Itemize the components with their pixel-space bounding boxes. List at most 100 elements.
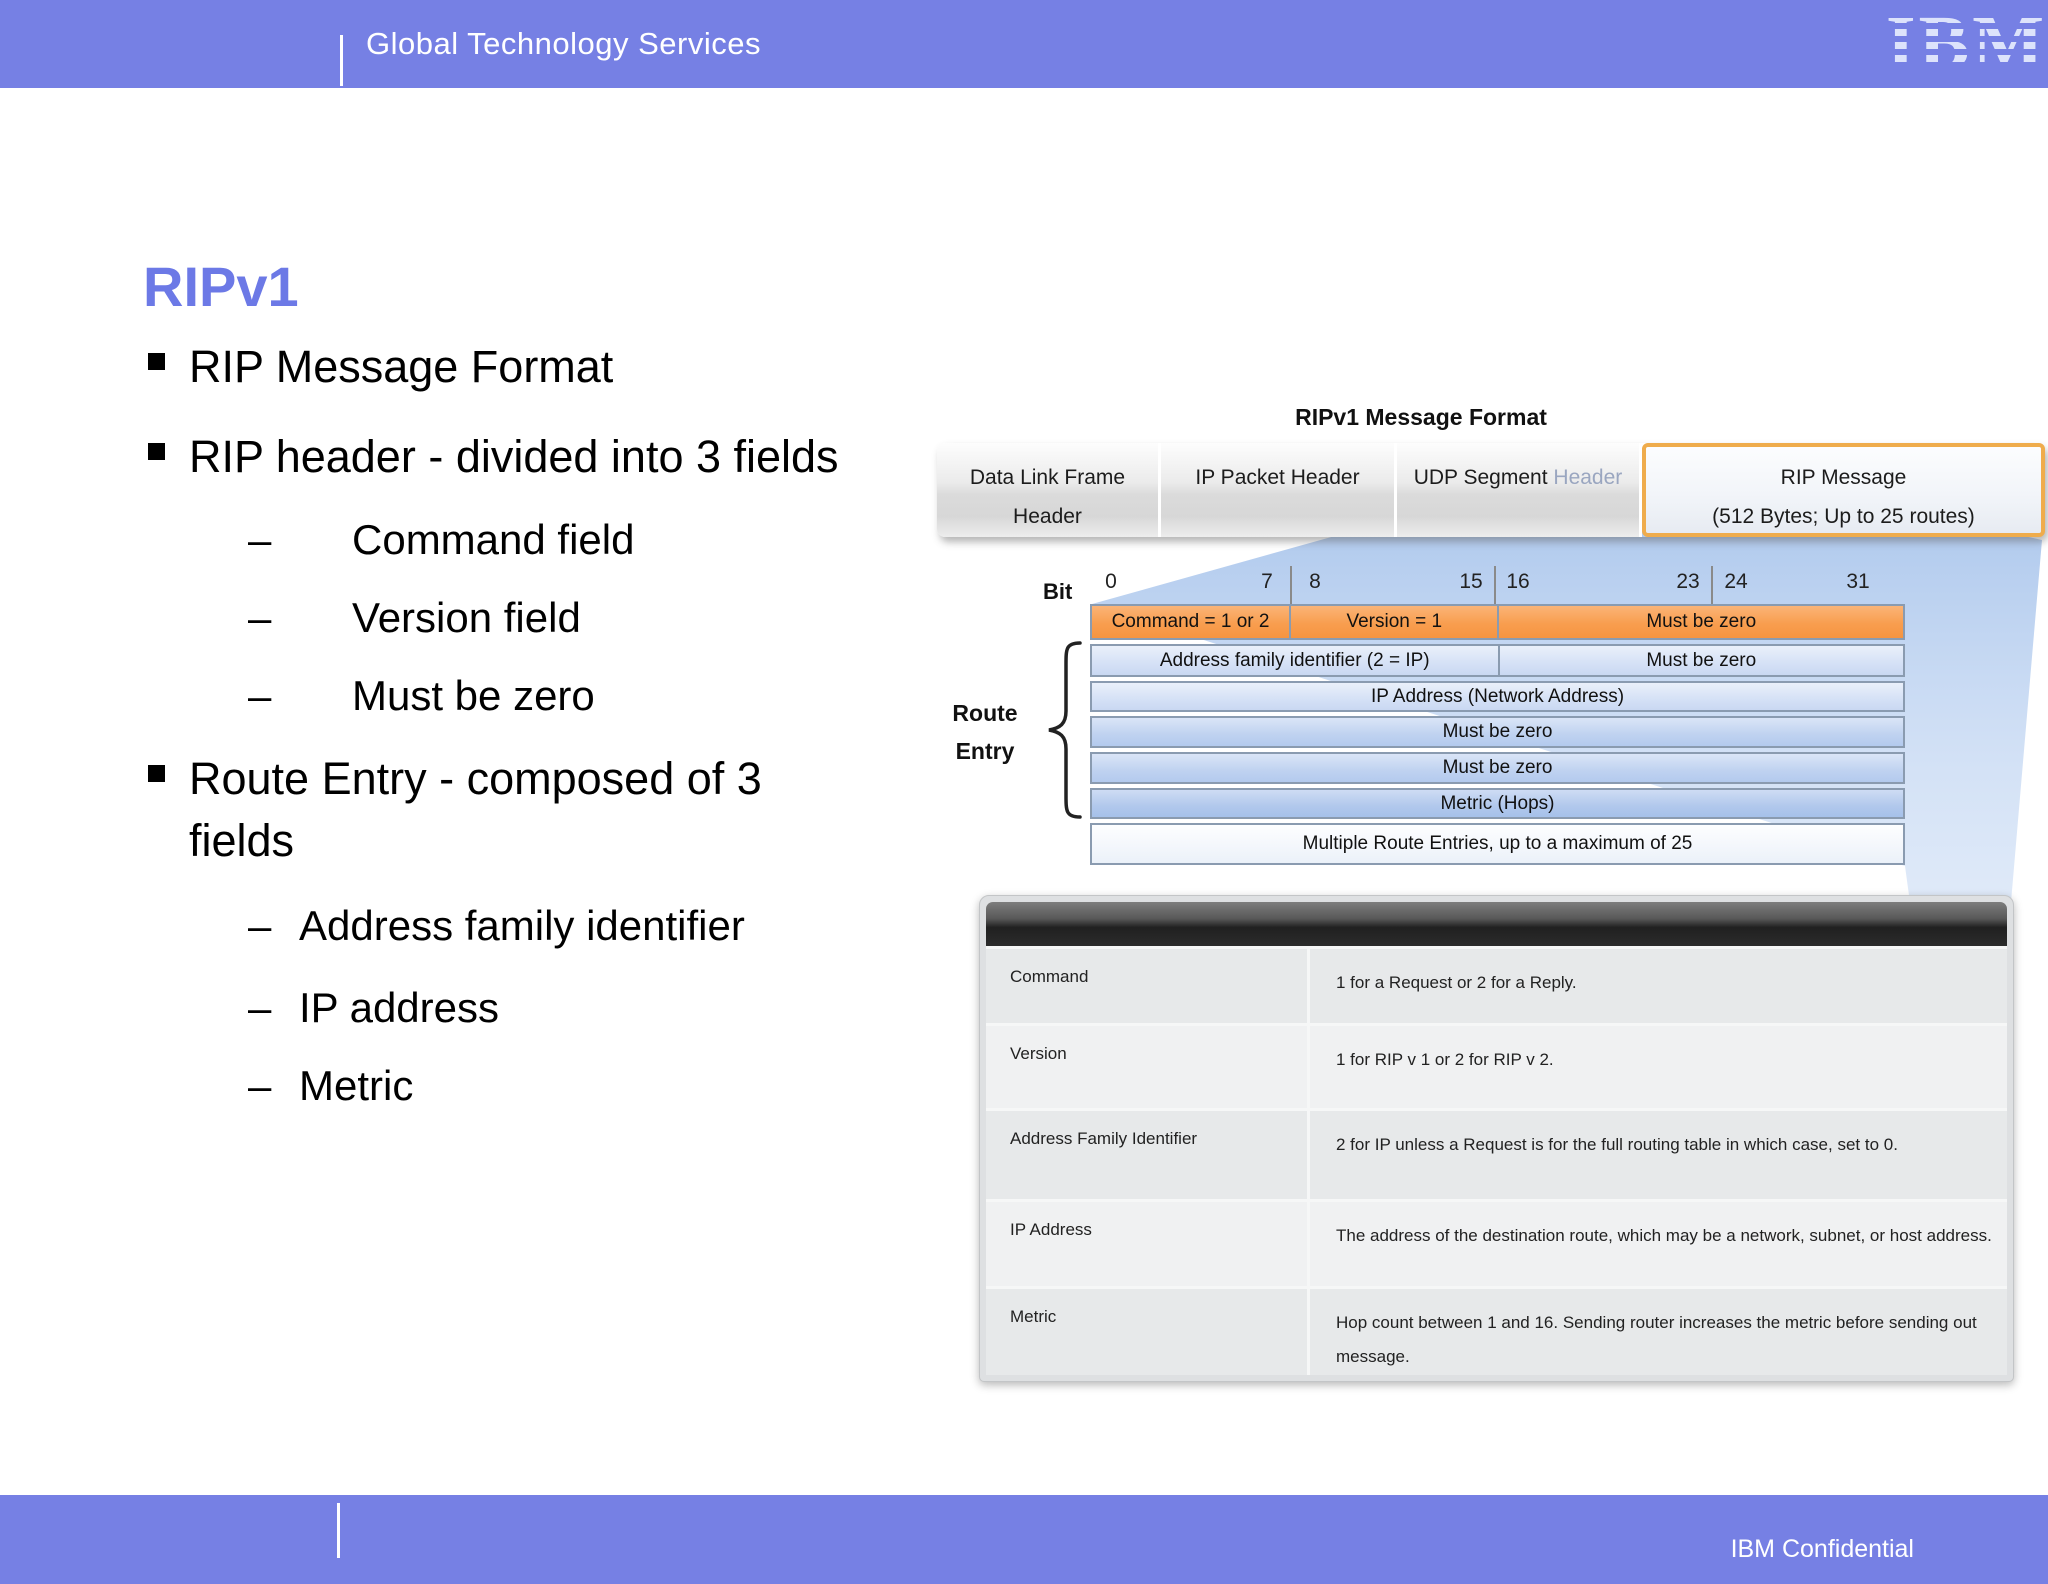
sub-bullet-text: Must be zero bbox=[352, 672, 595, 719]
sub-bullet-item: – Address family identifier bbox=[248, 898, 745, 954]
ibm-logo-stripe bbox=[1886, 62, 2044, 68]
ibm-logo: IBM bbox=[1886, 8, 2044, 78]
encap-cell-rip-message: RIP Message (512 Bytes; Up to 25 routes) bbox=[1642, 443, 2045, 537]
dash-bullet-icon: – bbox=[248, 672, 272, 719]
encap-cell-ip-header: IP Packet Header bbox=[1161, 443, 1397, 537]
field-desc: 2 for IP unless a Request is for the ful… bbox=[1336, 1135, 1898, 1154]
route-entry-brace-icon bbox=[1048, 641, 1082, 819]
bit-number: 7 bbox=[1261, 570, 1273, 593]
field-desc: 1 for a Request or 2 for a Reply. bbox=[1336, 973, 1577, 992]
bit-cell: Metric (Hops) bbox=[1440, 792, 1555, 814]
bit-number: 23 bbox=[1676, 570, 1700, 593]
bit-cell: Must be zero bbox=[1497, 646, 1904, 675]
bit-cell: Must be zero bbox=[1442, 757, 1553, 778]
bit-number: 24 bbox=[1724, 570, 1748, 593]
bit-tick bbox=[1290, 566, 1292, 604]
dash-bullet-icon: – bbox=[248, 984, 272, 1031]
bit-row: Address family identifier (2 = IP) Must … bbox=[1090, 644, 1905, 677]
sub-bullet-item: – Version field bbox=[248, 590, 581, 646]
bit-row: IP Address (Network Address) bbox=[1090, 681, 1905, 712]
bit-row-multiple-entries: Multiple Route Entries, up to a maximum … bbox=[1090, 823, 1905, 865]
bit-axis-label: Bit bbox=[1043, 579, 1073, 604]
field-name: Version bbox=[986, 1026, 1310, 1108]
bullet-text: RIP Message Format bbox=[189, 341, 614, 392]
confidential-label: IBM Confidential bbox=[1730, 1535, 1914, 1563]
bit-cell: IP Address (Network Address) bbox=[1370, 685, 1625, 707]
bit-row: Metric (Hops) bbox=[1090, 788, 1905, 819]
sub-bullet-text: Command field bbox=[352, 516, 635, 563]
page-title: RIPv1 bbox=[143, 255, 299, 318]
diagram-title: RIPv1 Message Format bbox=[1295, 404, 1547, 430]
field-name: Address Family Identifier bbox=[986, 1111, 1310, 1199]
field-name: Metric bbox=[986, 1289, 1310, 1375]
table-row: Version 1 for RIP v 1 or 2 for RIP v 2. bbox=[986, 1023, 2007, 1108]
bit-tick bbox=[1494, 566, 1496, 604]
bullet-item: Route Entry - composed of 3 fields bbox=[148, 748, 829, 872]
bit-cell: Must be zero bbox=[1442, 721, 1553, 742]
ibm-logo-stripe bbox=[1886, 49, 2044, 55]
sub-bullet-item: – Metric bbox=[248, 1058, 413, 1114]
bit-number: 0 bbox=[1105, 570, 1117, 593]
ibm-logo-stripe bbox=[1886, 23, 2044, 29]
header-divider-line bbox=[340, 35, 343, 86]
field-name: IP Address bbox=[986, 1202, 1310, 1286]
encap-cell-data-link: Data Link Frame Header bbox=[937, 443, 1161, 537]
footer-divider-line bbox=[337, 1503, 340, 1558]
sub-bullet-item: – Command field bbox=[248, 512, 634, 568]
sub-bullet-item: – IP address bbox=[248, 980, 499, 1036]
sub-bullet-text: Version field bbox=[352, 594, 581, 641]
bit-number: 15 bbox=[1459, 570, 1483, 593]
table-row: Address Family Identifier 2 for IP unles… bbox=[986, 1108, 2007, 1199]
encap-cell-udp-header: UDP Segment Header bbox=[1397, 443, 1642, 537]
bit-cell: Command = 1 or 2 bbox=[1111, 611, 1270, 632]
field-desc: 1 for RIP v 1 or 2 for RIP v 2. bbox=[1336, 1050, 1554, 1069]
bullet-square-icon bbox=[148, 353, 165, 370]
bullet-item: RIP header - divided into 3 fields bbox=[148, 426, 1029, 488]
bit-row-header: Command = 1 or 2 Version = 1 Must be zer… bbox=[1090, 604, 1905, 640]
table-row: Command 1 for a Request or 2 for a Reply… bbox=[986, 946, 2007, 1023]
field-desc: Hop count between 1 and 16. Sending rout… bbox=[1336, 1313, 1977, 1366]
sub-bullet-item: – Must be zero bbox=[248, 668, 595, 724]
bullet-square-icon bbox=[148, 765, 165, 782]
bit-cell: Must be zero bbox=[1497, 606, 1903, 638]
field-table-header bbox=[986, 902, 2007, 946]
encap-cell-label: Data Link Frame bbox=[969, 466, 1126, 489]
footer-bar: IBM Confidential bbox=[0, 1495, 2048, 1584]
bit-cell: Multiple Route Entries, up to a maximum … bbox=[1302, 833, 1693, 854]
encap-cell-label: Header bbox=[1013, 505, 1082, 528]
bit-cell: Version = 1 bbox=[1289, 606, 1497, 638]
header-section-title: Global Technology Services bbox=[366, 26, 761, 61]
dash-bullet-icon: – bbox=[248, 594, 272, 641]
encap-cell-label: IP Packet Header bbox=[1195, 466, 1360, 489]
bullet-text: Route Entry - composed of 3 fields bbox=[189, 753, 762, 866]
dash-bullet-icon: – bbox=[248, 1062, 272, 1109]
table-row: Metric Hop count between 1 and 16. Sendi… bbox=[986, 1286, 2007, 1375]
bullet-text: RIP header - divided into 3 fields bbox=[189, 431, 839, 482]
sub-bullet-text: Address family identifier bbox=[299, 902, 745, 949]
header-bar: Global Technology Services IBM bbox=[0, 0, 2048, 88]
field-desc: The address of the destination route, wh… bbox=[1336, 1226, 1992, 1245]
encapsulation-bar: Data Link Frame Header IP Packet Header … bbox=[937, 443, 2045, 537]
bit-row: Must be zero bbox=[1090, 752, 1905, 784]
ibm-logo-stripe bbox=[1886, 36, 2044, 42]
encap-cell-label-dimmed: Header bbox=[1553, 466, 1623, 489]
sub-bullet-text: IP address bbox=[299, 984, 500, 1031]
bullet-item: RIP Message Format bbox=[148, 336, 613, 398]
bullet-square-icon bbox=[148, 443, 165, 460]
field-table: Command 1 for a Request or 2 for a Reply… bbox=[979, 895, 2014, 1382]
dash-bullet-icon: – bbox=[248, 516, 272, 563]
bit-number: 8 bbox=[1309, 570, 1321, 593]
bit-number: 16 bbox=[1506, 570, 1530, 593]
dash-bullet-icon: – bbox=[248, 902, 272, 949]
bit-row: Must be zero bbox=[1090, 716, 1905, 748]
table-row: IP Address The address of the destinatio… bbox=[986, 1199, 2007, 1286]
encap-cell-sublabel: (512 Bytes; Up to 25 routes) bbox=[1712, 505, 1975, 528]
sub-bullet-text: Metric bbox=[299, 1062, 414, 1109]
encap-cell-label: UDP Segment Header bbox=[1413, 466, 1623, 489]
field-name: Command bbox=[986, 949, 1310, 1023]
route-entry-label: Route Entry bbox=[952, 700, 1018, 764]
encap-cell-label: RIP Message bbox=[1780, 466, 1907, 489]
bit-tick bbox=[1711, 566, 1713, 604]
